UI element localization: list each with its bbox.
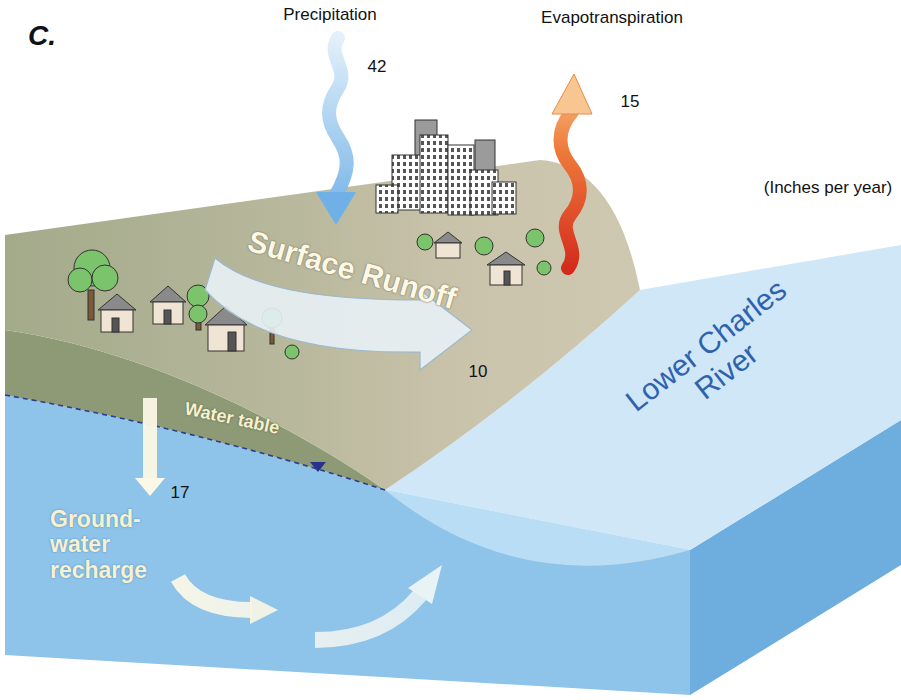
flux-value: 42 — [368, 57, 387, 77]
panel-letter: C. — [28, 19, 56, 53]
flux-value: 10 — [469, 362, 488, 382]
land-surface — [5, 160, 640, 490]
water-table-line — [5, 395, 385, 490]
recharge-arrow — [135, 398, 165, 496]
city-buildings — [376, 120, 516, 215]
flux-value: 15 — [621, 92, 640, 112]
flux-name: Precipitation — [283, 5, 377, 25]
flux-name: Ground- water recharge — [50, 507, 160, 583]
precipitation-arrow — [316, 38, 356, 225]
water-table-marker — [310, 462, 326, 472]
units-note: (Inches per year) — [764, 178, 893, 198]
flux-value: 17 — [171, 483, 190, 503]
flux-name: Evapotranspiration — [541, 8, 683, 28]
groundwater-flow-arrows — [178, 565, 442, 640]
evapotranspiration-arrow — [552, 74, 592, 268]
